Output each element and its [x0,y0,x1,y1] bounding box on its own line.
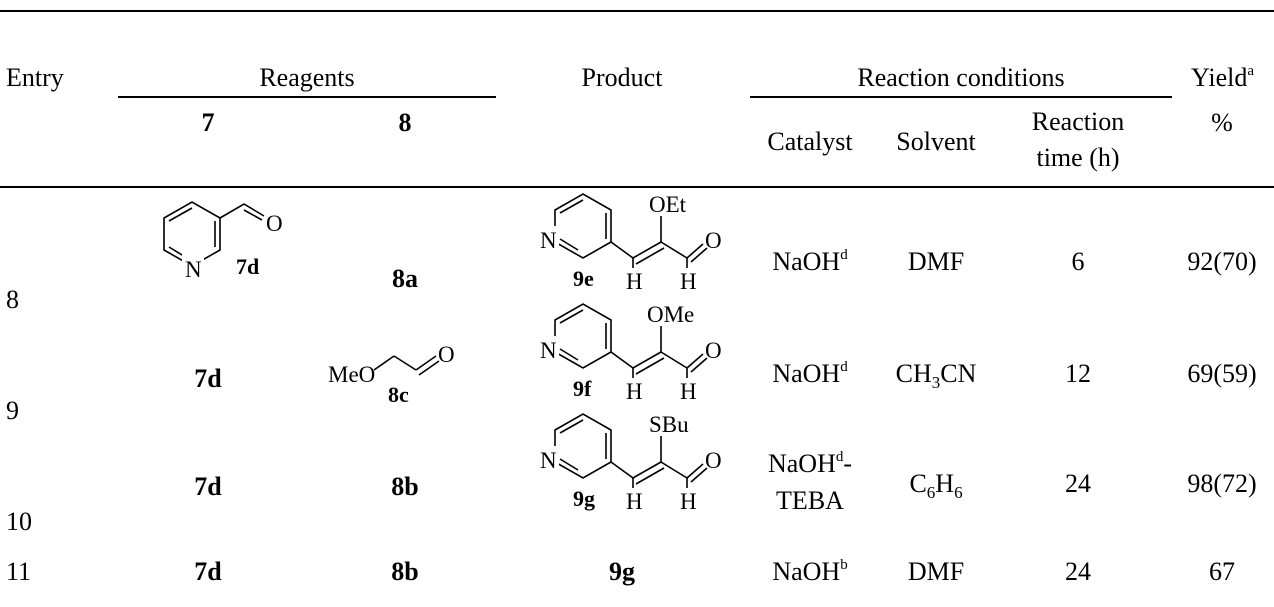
product-9f-structure: N OMe O H H 9f [539,302,722,404]
atom-h1: H [626,269,643,294]
atom-o: O [438,342,455,367]
substituent: OEt [649,192,687,217]
row-10-reagent-8: 8b [391,472,419,501]
methoxyacetaldehyde-structure: MeO O 8c [328,342,455,407]
atom-o: O [705,338,722,363]
row-8-yield: 92(70) [1187,247,1257,276]
atom-h2: H [680,379,697,404]
atom-h2: H [680,489,697,514]
row-8-reagent-8: 8a [392,264,418,293]
compound-label-8c: 8c [388,382,409,407]
row-10-reagent-7: 7d [194,472,222,501]
compound-label-9e: 9e [573,266,594,291]
atom-n: N [540,448,557,473]
atom-h2: H [680,269,697,294]
header-reagents: Reagents [259,63,355,92]
row-10-solvent: C6H6 [909,469,963,502]
row-11-catalyst: NaOHb [772,557,848,586]
atom-o: O [705,448,722,473]
reagents-rule [118,96,496,98]
row-11-product: 9g [609,557,635,586]
atom-h1: H [626,379,643,404]
header-solvent: Solvent [896,127,976,156]
row-9-time: 12 [1065,359,1091,388]
row-10-time: 24 [1065,469,1091,498]
atom-n: N [185,257,202,282]
conditions-rule [750,96,1172,98]
header-time-line2: time (h) [1036,143,1120,172]
row-11-time: 24 [1065,557,1091,586]
row-8-solvent: DMF [907,247,965,276]
row-10-catalyst-line2: TEBA [776,486,844,515]
row-11-reagent-7: 7d [194,557,222,586]
row-9-catalyst: NaOHd [772,359,848,388]
product-9e-structure: N OEt O H H 9e [539,192,722,294]
row-9-reagent-7: 7d [194,364,222,393]
row-8-catalyst: NaOHd [772,247,848,276]
header-bottom-rule [0,186,1274,188]
compound-label-7d: 7d [236,254,259,279]
header-time-line1: Reaction [1031,107,1125,136]
product-9g-structure: N SBu O H H 9g [539,412,722,514]
row-11-solvent: DMF [907,557,965,586]
pyridine-3-carbaldehyde-structure: N O 7d [163,201,283,282]
atom-meo: MeO [328,362,375,387]
top-rule [0,10,1274,12]
compound-label-9g: 9g [573,486,595,511]
atom-n: N [540,228,557,253]
header-entry: Entry [6,63,64,92]
compound-label-9f: 9f [573,376,592,401]
header-yield-unit: % [1211,108,1233,137]
row-8-entry: 8 [6,285,19,314]
row-10-entry: 10 [6,507,32,536]
atom-o: O [266,211,283,236]
atom-o: O [705,228,722,253]
header-catalyst: Catalyst [767,127,853,156]
row-11-entry: 11 [6,557,32,586]
header-reagent-8: 8 [398,108,412,137]
header-product: Product [581,63,663,92]
row-9-entry: 9 [6,396,19,425]
row-10-yield: 98(72) [1187,469,1257,498]
row-9-yield: 69(59) [1187,359,1257,388]
header-conditions: Reaction conditions [857,63,1065,92]
row-10-catalyst-line1: NaOHd- [767,449,853,478]
substituent: OMe [647,302,694,327]
row-9-solvent: CH3CN [895,359,977,392]
atom-h1: H [626,489,643,514]
header-reagent-7: 7 [201,108,215,137]
atom-n: N [540,338,557,363]
row-11-yield: 67 [1209,557,1235,586]
header-yield: Yielda [1191,63,1255,92]
row-11-reagent-8: 8b [391,557,419,586]
substituent: SBu [649,412,689,437]
row-8-time: 6 [1071,247,1085,276]
